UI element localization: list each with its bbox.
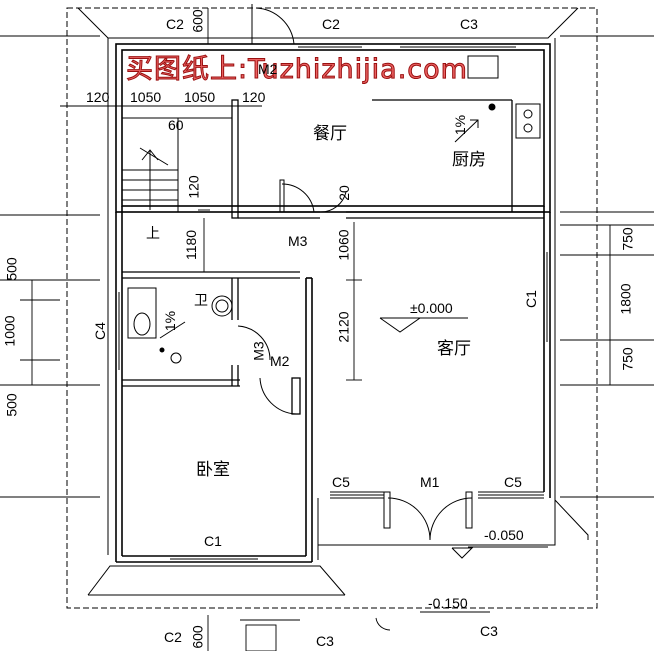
slope-bath: 1% xyxy=(162,310,179,332)
room-label-kitchen: 厨房 xyxy=(452,150,486,170)
door-m3-arc xyxy=(281,183,315,213)
level-floor: ±0.000 xyxy=(410,300,453,316)
dimension-lines xyxy=(0,8,654,651)
bath-fixtures xyxy=(127,287,233,364)
dim-right-750-bot: 750 xyxy=(619,347,636,371)
door-bed-arc xyxy=(259,377,297,415)
door-m3b-arc xyxy=(319,191,347,213)
window-c2-top-left: C2 xyxy=(166,16,184,32)
dim-1050-b: 1050 xyxy=(184,89,216,105)
window-c5-left: C5 xyxy=(332,474,350,490)
door-m2-top: M2 xyxy=(258,61,278,77)
room-label-bath: 卫 xyxy=(194,292,208,308)
interior-walls xyxy=(122,99,544,415)
door-m2-top-arc xyxy=(255,7,295,45)
kitchen-fixtures xyxy=(467,55,541,139)
top-eave xyxy=(77,7,579,39)
window-c2-top: C2 xyxy=(322,16,340,32)
dim-1050-a: 1050 xyxy=(130,89,162,105)
dim-60: 60 xyxy=(168,117,184,133)
room-label-living: 客厅 xyxy=(437,339,471,359)
door-m1: M1 xyxy=(420,474,440,490)
room-label-bedroom: 卧室 xyxy=(196,460,230,480)
window-c3-top: C3 xyxy=(460,16,478,32)
roof-outline xyxy=(66,7,598,609)
dim-left-500-bot: 500 xyxy=(3,393,20,417)
window-c3-bottom-b: C3 xyxy=(480,623,498,639)
room-label-dining: 餐厅 xyxy=(313,124,347,144)
watermark-text: 买图纸上:Tuzhizhijia.com xyxy=(126,54,468,85)
level-porch: -0.050 xyxy=(484,527,524,543)
level-step: -0.150 xyxy=(428,595,468,611)
dim-120-b: 120 xyxy=(242,89,266,105)
dim-left-1000: 1000 xyxy=(1,315,18,347)
dim-1180: 1180 xyxy=(183,229,200,261)
window-c4: C4 xyxy=(91,322,108,340)
porch-outline xyxy=(317,498,556,546)
dim-20: 20 xyxy=(335,185,352,201)
door-m2-bath: M2 xyxy=(270,353,290,369)
dim-right-1800: 1800 xyxy=(617,283,634,315)
window-c1-bottom: C1 xyxy=(204,533,222,549)
windows xyxy=(115,43,551,563)
door-m3-bath: M3 xyxy=(250,341,267,361)
dim-120-c: 120 xyxy=(185,175,202,199)
door-bath-arc xyxy=(237,325,271,361)
door-m1-arc-left xyxy=(387,497,431,541)
dim-600-top: 600 xyxy=(189,9,206,33)
dim-1060: 1060 xyxy=(335,229,352,261)
dim-120-a: 120 xyxy=(86,89,110,105)
window-c1-right: C1 xyxy=(522,290,539,308)
stair-up-label: 上 xyxy=(146,225,160,241)
slope-kitchen: 1% xyxy=(452,114,469,136)
window-c2-bottom: C2 xyxy=(164,629,182,645)
door-m1-arc-right xyxy=(429,497,473,541)
window-c5-right: C5 xyxy=(504,474,522,490)
dim-600-bottom: 600 xyxy=(189,625,206,649)
door-m3-left: M3 xyxy=(288,233,308,249)
dim-2120: 2120 xyxy=(335,311,352,343)
stair xyxy=(122,117,232,212)
window-c3-bottom-a: C3 xyxy=(316,633,334,649)
bottom-eave xyxy=(87,565,346,596)
dim-right-750-top: 750 xyxy=(619,227,636,251)
dim-left-500-top: 500 xyxy=(3,257,20,281)
